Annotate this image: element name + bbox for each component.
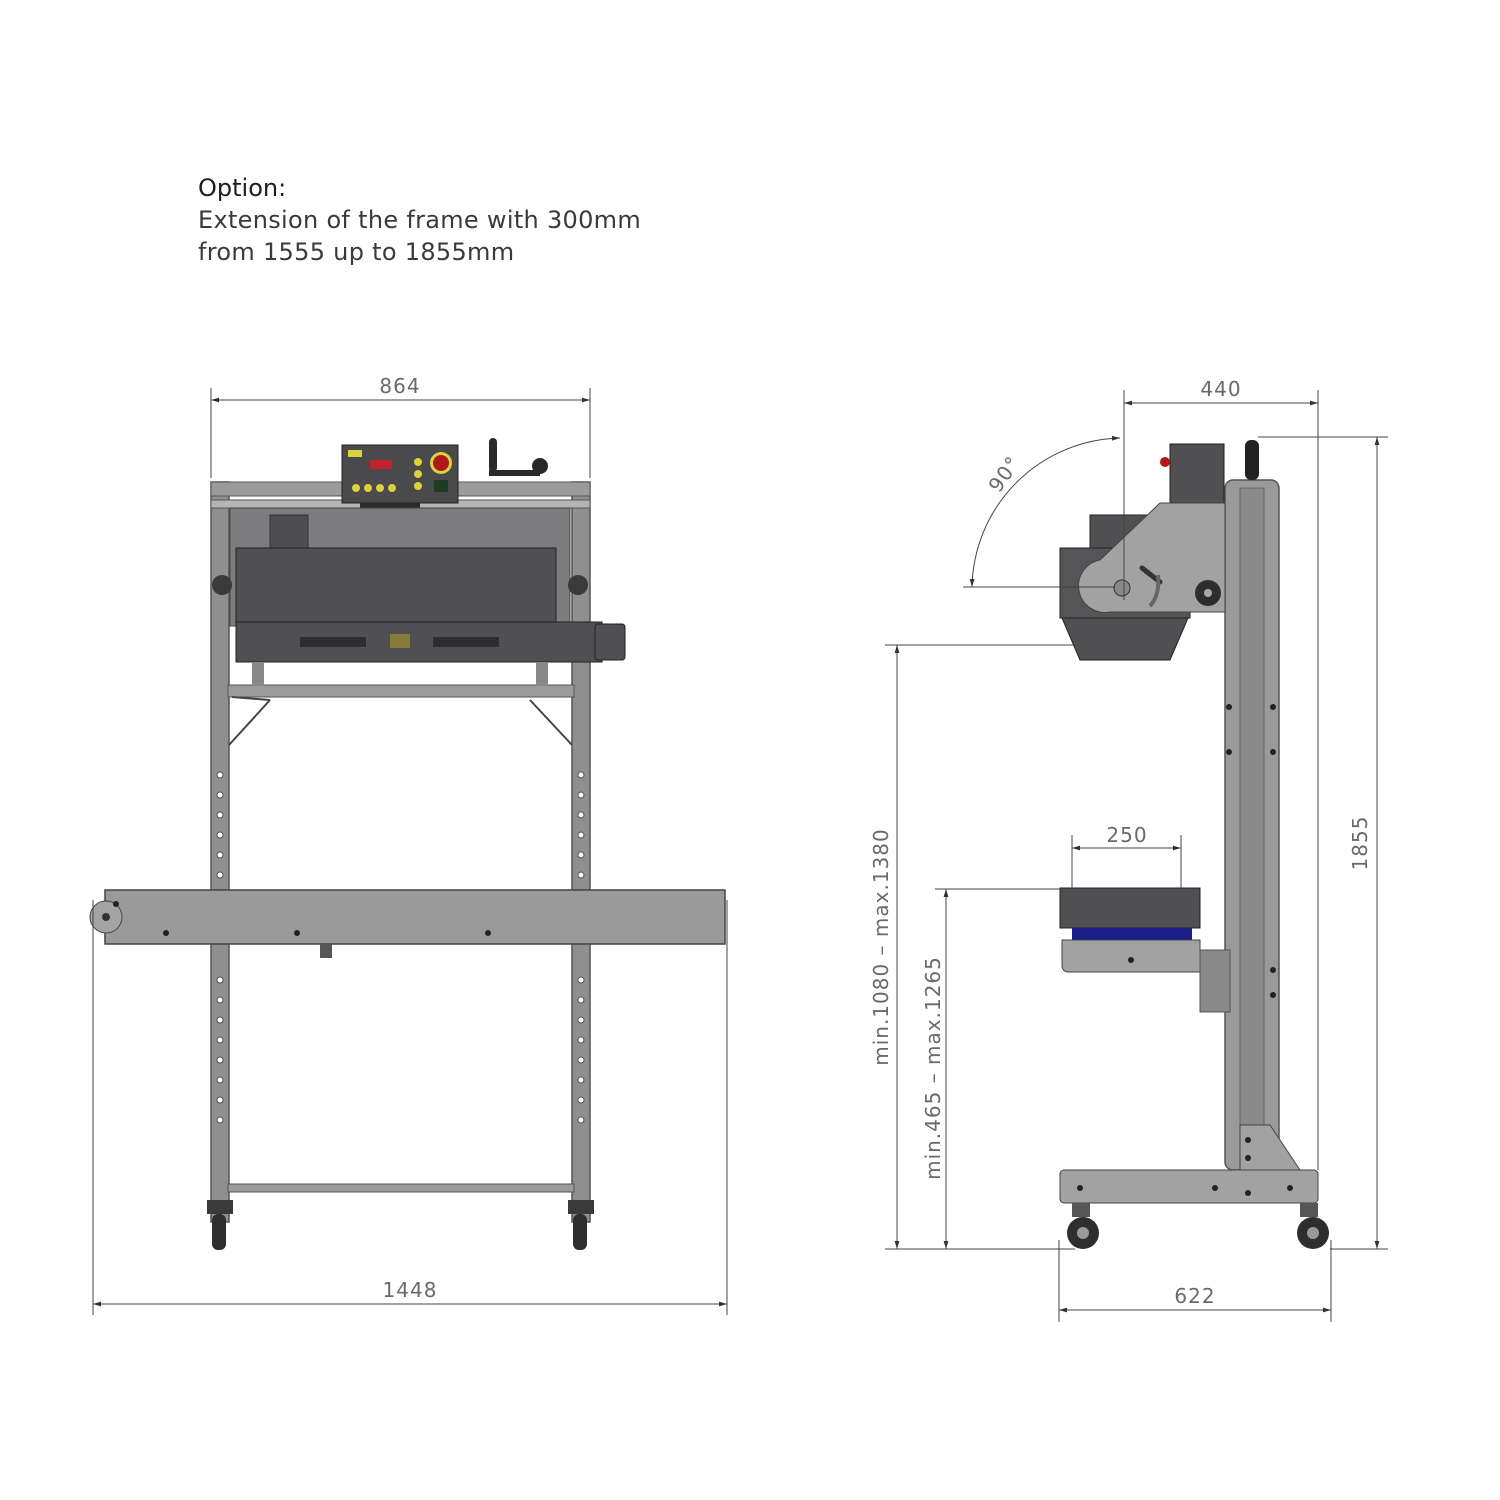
option-title: Option: <box>198 174 287 202</box>
dim-table-height-range: min.465 – max.1265 <box>921 956 945 1180</box>
dim-angle-90: 90° <box>983 451 1025 496</box>
dim-depth-440: 440 <box>1200 377 1241 401</box>
option-line-2: from 1555 up to 1855mm <box>198 238 515 266</box>
dim-head-height-range: min.1080 – max.1380 <box>869 828 893 1066</box>
option-line-1: Extension of the frame with 300mm <box>198 206 642 234</box>
side-dimensions <box>885 390 1388 1322</box>
front-dimensions <box>92 388 728 1315</box>
front-view <box>89 438 726 1250</box>
dim-table-width-250: 250 <box>1106 823 1147 847</box>
dim-width-864: 864 <box>379 374 420 398</box>
dim-height-1855: 1855 <box>1348 816 1372 871</box>
dim-width-1448: 1448 <box>383 1278 438 1302</box>
side-view <box>1059 440 1329 1249</box>
option-note: Option: Extension of the frame with 300m… <box>198 172 641 268</box>
dim-base-depth-622: 622 <box>1174 1284 1215 1308</box>
